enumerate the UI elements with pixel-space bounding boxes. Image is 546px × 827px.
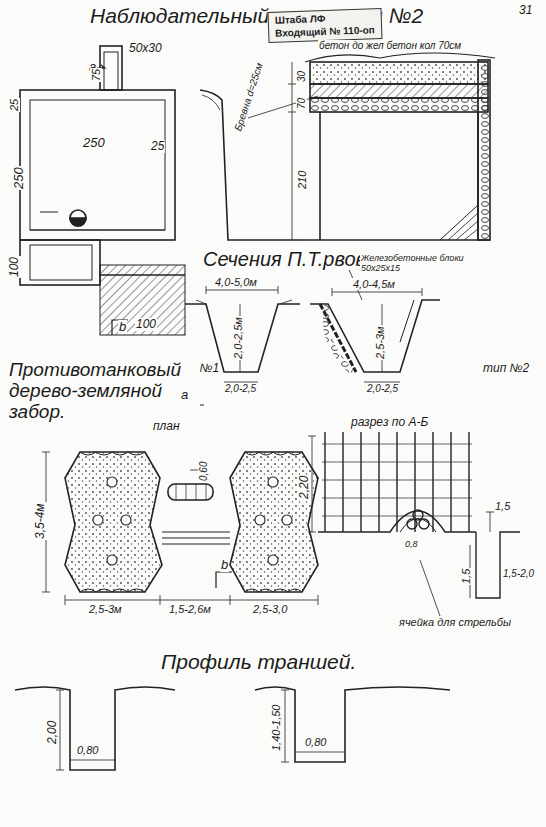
fence-board xyxy=(322,444,472,445)
dimension-label: 30 xyxy=(296,70,307,83)
dimension-label: 2,0-2,5 xyxy=(366,383,399,394)
dimension-label: ячейка для стрельбы xyxy=(398,616,512,628)
dimension-label: 2,5-3м xyxy=(88,603,123,615)
fence-post xyxy=(324,432,325,532)
dimension-label: 2,5-3м xyxy=(374,325,386,360)
fence-board xyxy=(322,516,472,517)
trench-profiles xyxy=(15,687,450,770)
dimension-label: 25 xyxy=(150,140,165,153)
fence-section xyxy=(308,432,520,616)
dimension-label: 100 xyxy=(8,256,21,278)
stamp-text: Входящий № 110-оп xyxy=(275,24,375,40)
dimension-label: 2,0-2,5 xyxy=(224,383,257,394)
section-heading: Сечения П.Т.рвов xyxy=(202,248,367,270)
dimension-label: 1,5 xyxy=(460,568,472,585)
fence-post xyxy=(378,432,379,532)
dimension-label: 1,5 xyxy=(494,500,511,512)
fence-post xyxy=(360,432,361,532)
dimension-label: 250 xyxy=(82,136,106,150)
dimension-label: b xyxy=(220,558,229,572)
dimension-label: 1,5-2,0 xyxy=(502,568,535,579)
dimension-label: разрез по А-Б xyxy=(350,416,429,429)
fence-post xyxy=(450,432,451,532)
antitank-ditch-sections xyxy=(185,260,440,382)
dimension-label: 2,0-2,5м xyxy=(232,316,244,360)
fence-board xyxy=(322,498,472,499)
dimension-label: Железобетонные блоки 50х25х15 xyxy=(360,254,482,274)
observation-post-plan xyxy=(20,46,185,335)
dimension-label: 25 xyxy=(8,98,20,112)
dimension-label: b xyxy=(118,320,127,334)
dimension-label: 2,20 xyxy=(298,475,311,500)
dimension-label: Бревна d=25см xyxy=(232,60,265,133)
dimension-label: 31 xyxy=(518,4,533,17)
fence-board xyxy=(322,462,472,463)
dimension-label: 2,5-3,0 xyxy=(252,603,288,615)
stamp-box: Штаба ЛФВходящий № 110-оп xyxy=(267,8,382,43)
dimension-label: 0,80 xyxy=(304,736,327,748)
dimension-label: тип №2 xyxy=(482,362,530,375)
dimension-label: 2,00 xyxy=(46,720,59,745)
dimension-label: 75 xyxy=(90,68,102,82)
dimension-label: бетон до жел бетон кол 70см xyxy=(318,40,462,51)
dimension-label: 1,5-2,6м xyxy=(168,603,212,615)
fence-post xyxy=(414,432,415,532)
section-heading: Профиль траншей. xyxy=(160,650,357,673)
fence-post xyxy=(396,432,397,532)
section-heading: Противотанковый дерево-земляной забор. xyxy=(8,360,200,423)
dimension-label: план xyxy=(152,420,181,433)
dimension-label: а xyxy=(180,388,189,402)
fence-post xyxy=(342,432,343,532)
fence-plan xyxy=(42,405,318,605)
fence-post xyxy=(468,432,469,532)
fence-board xyxy=(322,480,472,481)
dimension-label: 100 xyxy=(135,318,157,331)
dimension-label: 250 xyxy=(12,166,26,190)
dimension-label: 1,40-1,50 xyxy=(270,704,282,752)
dimension-label: 4,0-4,5м xyxy=(352,278,396,290)
dimension-label: 0,80 xyxy=(76,744,99,756)
dimension-label: 210 xyxy=(296,170,308,190)
observation-post-section xyxy=(200,53,495,240)
dimension-label: 50х30 xyxy=(128,42,163,55)
dimension-label: 3,5-4м xyxy=(34,502,47,540)
dimension-label: 4,0-5,0м xyxy=(214,276,258,288)
dimension-label: 0,8 xyxy=(404,540,419,550)
dimension-label: 0,60 xyxy=(198,461,209,482)
dimension-label: 70 xyxy=(296,97,307,110)
